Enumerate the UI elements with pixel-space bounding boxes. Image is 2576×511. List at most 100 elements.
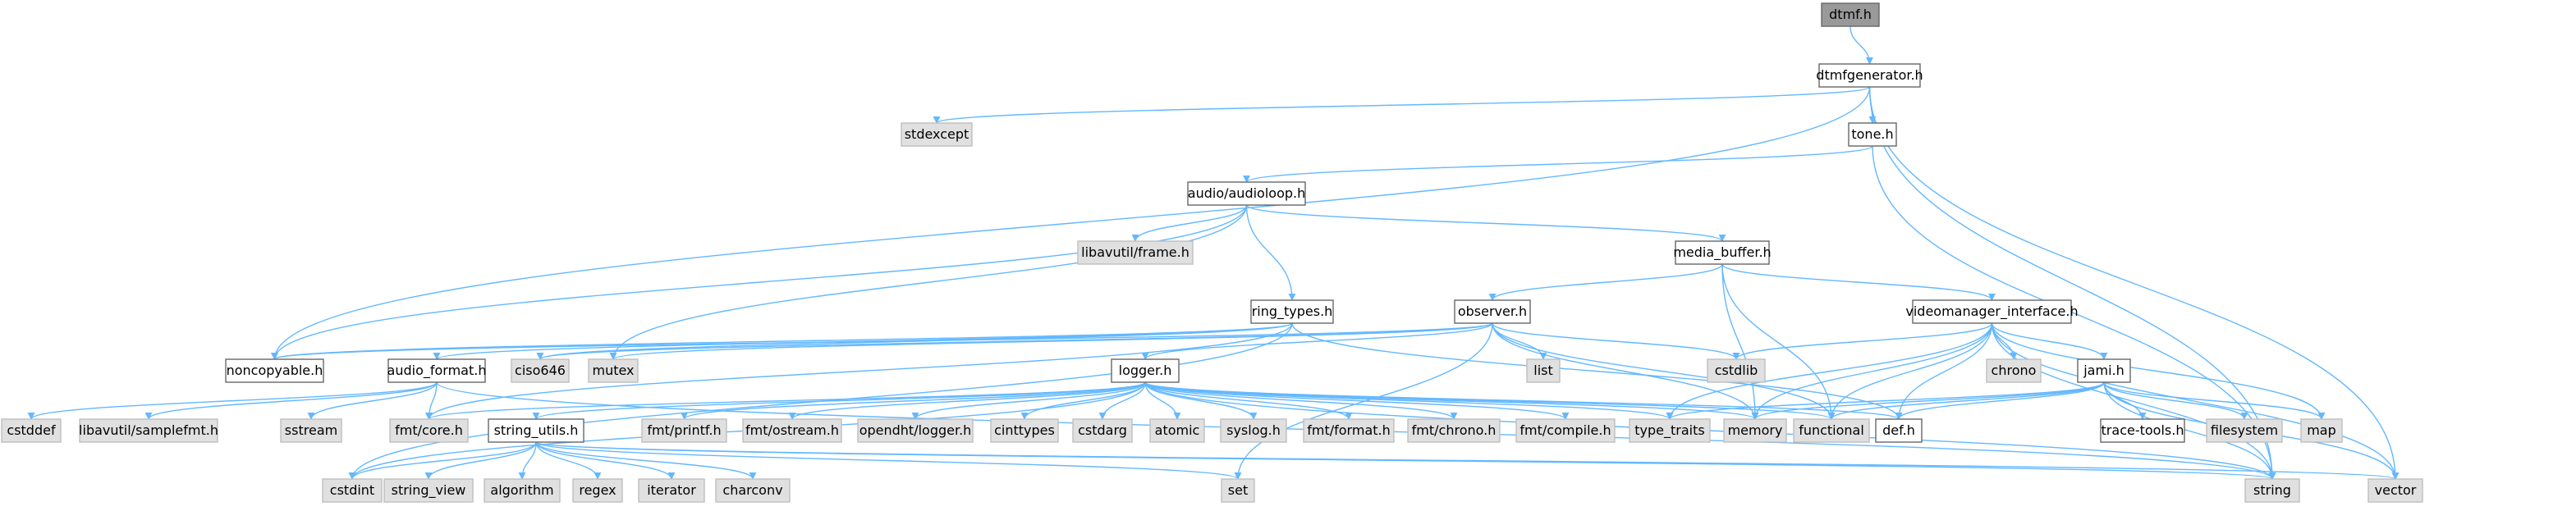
node-dtmfgenerator-h[interactable]: dtmfgenerator.h: [1816, 63, 1923, 88]
edge-jami_h-to-def_h: [1895, 381, 2105, 420]
node-box: [2100, 418, 2185, 443]
node-audioloop-h[interactable]: audio/audioloop.h: [1187, 181, 1306, 206]
node-label: iterator: [647, 482, 696, 498]
node-label: ciso646: [515, 363, 566, 378]
node-fmt-format-h: fmt/format.h: [1303, 418, 1395, 443]
node-box: [1407, 418, 1501, 443]
edge-string_utils_h-to-algorithm: [518, 441, 537, 480]
edge-media_buffer_h-to-memory: [1721, 263, 1759, 420]
node-box: [1220, 418, 1287, 443]
node-chrono: chrono: [1986, 358, 2042, 383]
node-box: [742, 418, 842, 443]
node-cstdarg: cstdarg: [1072, 418, 1133, 443]
node-label: opendht/logger.h: [859, 422, 972, 438]
node-label: libavutil/samplefmt.h: [79, 422, 218, 438]
edge-logger_h-to-fmt_printf_h: [681, 381, 1146, 420]
node-box: [990, 418, 1059, 443]
node-label: dtmf.h: [1829, 7, 1872, 22]
node-samplefmt-h: libavutil/samplefmt.h: [79, 418, 218, 443]
edge-audioloop_h-to-ring_types_h: [1245, 204, 1296, 301]
node-box: [387, 358, 486, 383]
node-trace-tools-h[interactable]: trace-tools.h: [2100, 418, 2185, 443]
node-string-utils-h[interactable]: string_utils.h: [488, 418, 584, 443]
edge-logger_h-to-fmt_chrono_h: [1144, 381, 1458, 420]
node-label: regex: [579, 482, 616, 498]
node-box: [389, 418, 469, 443]
node-memory: memory: [1723, 418, 1787, 443]
edge-observer_h-to-functional: [1492, 322, 1836, 420]
node-label: trace-tools.h: [2102, 422, 2184, 438]
node-box: [1221, 478, 1255, 503]
node-label: sstream: [285, 422, 337, 438]
edge-ring_types_h-to-fmt_core_h: [425, 322, 1293, 420]
node-label: noncopyable.h: [227, 363, 323, 378]
node-label: tone.h: [1851, 126, 1893, 142]
node-regex: regex: [572, 478, 623, 503]
node-label: observer.h: [1458, 303, 1527, 319]
edge-logger_h-to-string_utils_h: [532, 381, 1146, 420]
node-box: [2244, 478, 2300, 503]
edge-jami_h-to-map: [2103, 381, 2326, 420]
node-box: [383, 478, 474, 503]
edge-observer_h-to-logger_h: [1141, 322, 1493, 360]
edge-tone_h-to-audioloop_h: [1243, 145, 1873, 183]
node-string-view: string_view: [383, 478, 474, 503]
node-tone-h[interactable]: tone.h: [1848, 122, 1897, 147]
node-box: [1875, 418, 1923, 443]
node-media-buffer-h[interactable]: media_buffer.h: [1673, 240, 1772, 265]
edge-jami_h-to-filesystem: [2103, 381, 2248, 420]
edge-string_utils_h-to-string_view: [424, 441, 537, 480]
node-list: list: [1526, 358, 1561, 383]
edge-videomanager_h-to-def_h: [1895, 322, 1993, 420]
node-box: [1, 418, 62, 443]
node-functional: functional: [1793, 418, 1870, 443]
edge-logger_h-to-fmt_ostream_h: [788, 381, 1146, 420]
edge-videomanager_h-to-map: [1991, 322, 2326, 420]
edge-dtmfgenerator_h-to-string: [1868, 86, 2276, 480]
node-logger-h[interactable]: logger.h: [1111, 358, 1180, 383]
node-label: media_buffer.h: [1673, 244, 1771, 261]
edge-string_utils_h-to-regex: [535, 441, 602, 480]
node-def-h[interactable]: def.h: [1875, 418, 1923, 443]
node-set: set: [1221, 478, 1255, 503]
edge-videomanager_h-to-type_traits: [1666, 322, 1993, 420]
node-box: [901, 122, 973, 147]
node-label: fmt/chrono.h: [1412, 422, 1497, 438]
node-box: [715, 478, 791, 503]
node-noncopyable-h[interactable]: noncopyable.h: [225, 358, 324, 383]
node-fmt-compile-h: fmt/compile.h: [1515, 418, 1616, 443]
edge-audioloop_h-to-mutex: [609, 204, 1248, 360]
node-fmt-chrono-h: fmt/chrono.h: [1407, 418, 1501, 443]
edge-string_utils_h-to-iterator: [535, 441, 676, 480]
node-box: [1454, 299, 1531, 324]
node-stdexcept: stdexcept: [901, 122, 973, 147]
node-label: string: [2253, 482, 2291, 498]
node-box: [488, 418, 584, 443]
edge-logger_h-to-cstdarg: [1098, 381, 1146, 420]
node-ring-types-h[interactable]: ring_types.h: [1250, 299, 1334, 324]
node-label: string_view: [392, 482, 466, 499]
node-audio-format-h[interactable]: audio_format.h: [387, 358, 487, 383]
edge-string_utils_h-to-charconv: [535, 441, 757, 480]
edge-logger_h-to-cinttypes: [1020, 381, 1146, 420]
node-dtmf-h[interactable]: dtmf.h: [1821, 2, 1880, 27]
edge-logger_h-to-memory: [1144, 381, 1759, 420]
edge-audioloop_h-to-frame_h: [1131, 204, 1248, 242]
node-observer-h[interactable]: observer.h: [1454, 299, 1531, 324]
node-vector: vector: [2367, 478, 2423, 503]
node-cinttypes: cinttypes: [990, 418, 1059, 443]
node-label: chrono: [1992, 363, 2037, 378]
edge-observer_h-to-mutex: [609, 322, 1493, 360]
edge-observer_h-to-ciso646: [536, 322, 1493, 360]
node-box: [2300, 418, 2343, 443]
node-label: cstdint: [330, 482, 374, 498]
node-label: ring_types.h: [1252, 303, 1333, 320]
edge-dtmfgenerator_h-to-stdexcept: [933, 86, 1871, 124]
edge-audio_format_h-to-sstream: [307, 381, 438, 420]
node-jami-h[interactable]: jami.h: [2077, 358, 2131, 383]
node-box: [2077, 358, 2131, 383]
node-label: string_utils.h: [494, 422, 579, 439]
node-cstddef: cstddef: [1, 418, 62, 443]
node-cstdlib: cstdlib: [1707, 358, 1766, 383]
node-videomanager-h[interactable]: videomanager_interface.h: [1905, 299, 2079, 324]
